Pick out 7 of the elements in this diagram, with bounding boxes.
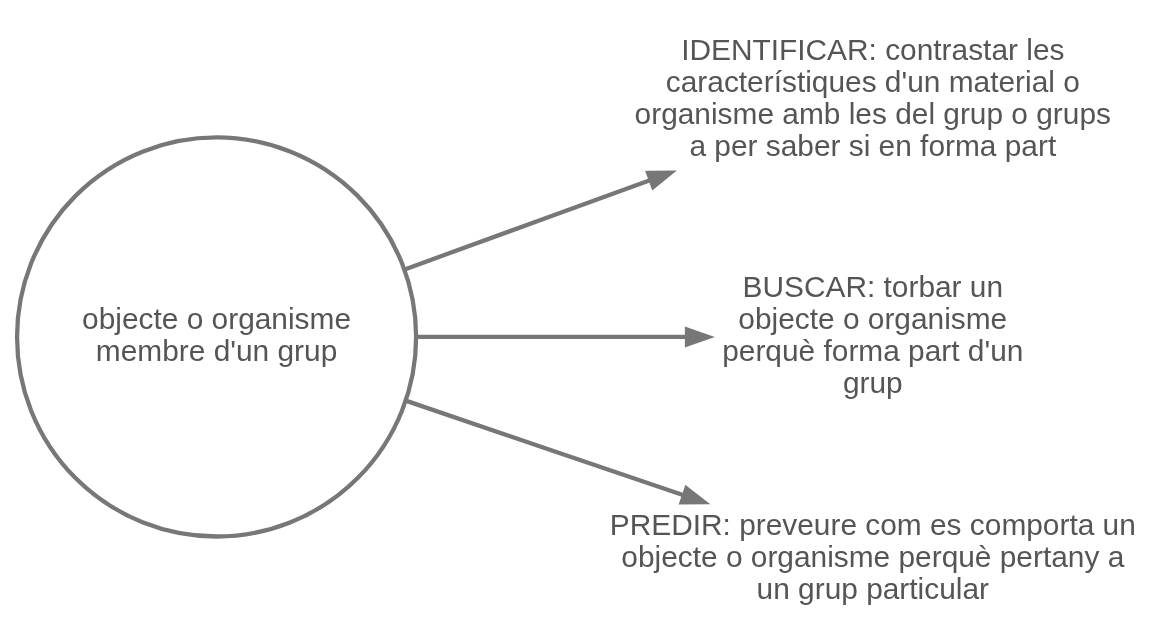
node-text: PREDIR: preveure com es comporta un objecte o organisme perquè pertany a un grup particular [609,507,1136,605]
arrow [403,170,677,271]
arrow [416,326,715,347]
node-text: IDENTIFICAR: contrastar les característiques d'un material o organisme amb les del grup o grups a per saber si en forma part [634,32,1111,162]
node-circle: objecte o organisme membre d'un grup [14,134,419,539]
node-text: BUSCAR: torbar un objecte o organisme perquè forma part d'un grup [722,269,1024,399]
arrow [405,398,711,505]
